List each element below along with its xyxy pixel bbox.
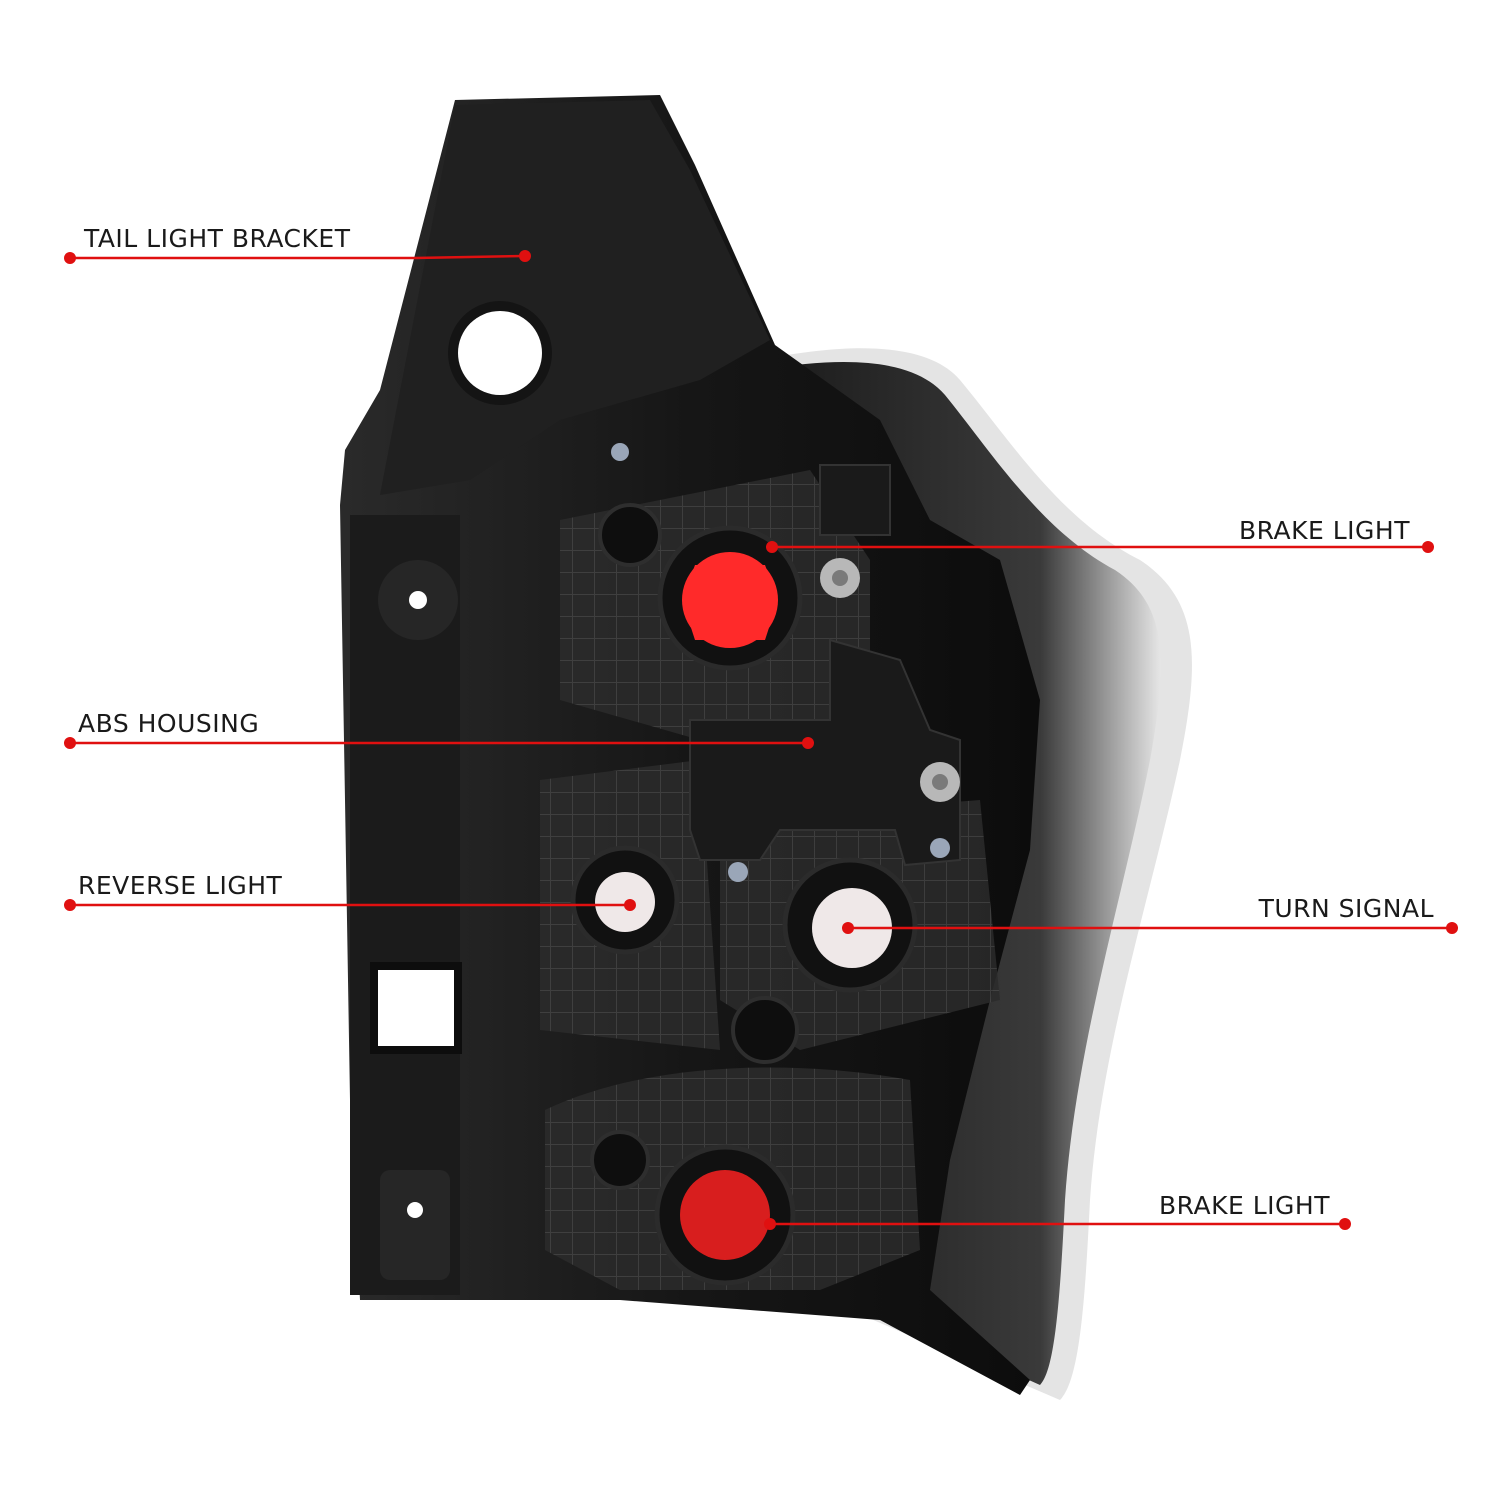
brake-light-top-bulb xyxy=(657,525,803,671)
callout-dot-reverse-light-end xyxy=(624,899,636,911)
socket-upper-small xyxy=(598,503,662,567)
callout-lines xyxy=(64,250,1458,1230)
mount-tab-bottom xyxy=(380,1170,450,1280)
label-abs-housing: ABS HOUSING xyxy=(78,709,260,738)
brake-light-bottom-bulb xyxy=(654,1144,796,1286)
callout-dot-abs-housing-end xyxy=(802,737,814,749)
callout-dot-tail-light-bracket-start xyxy=(64,252,76,264)
callout-dot-turn-signal-start xyxy=(1446,922,1458,934)
callout-dot-brake-light-top-start xyxy=(1422,541,1434,553)
socket-lower-small xyxy=(731,996,799,1064)
callout-dot-abs-housing-start xyxy=(64,737,76,749)
label-turn-signal: TURN SIGNAL xyxy=(1258,894,1434,923)
callout-dot-brake-light-top-end xyxy=(766,541,778,553)
callout-dot-brake-light-bottom-end xyxy=(764,1218,776,1230)
label-tail-light-bracket: TAIL LIGHT BRACKET xyxy=(84,224,351,253)
abs-housing-block xyxy=(689,638,961,867)
callout-dot-brake-light-bottom-start xyxy=(1339,1218,1351,1230)
label-brake-light-top: BRAKE LIGHT xyxy=(1239,516,1410,545)
callout-dot-tail-light-bracket-end xyxy=(519,250,531,262)
reverse-light-bulb xyxy=(570,845,680,955)
callout-line-tail-light-bracket xyxy=(70,254,526,260)
label-brake-light-bottom: BRAKE LIGHT xyxy=(1159,1191,1330,1220)
label-reverse-light: REVERSE LIGHT xyxy=(78,871,283,900)
callout-dot-turn-signal-end xyxy=(842,922,854,934)
callout-dot-reverse-light-start xyxy=(64,899,76,911)
socket-bottom-small xyxy=(590,1130,650,1190)
